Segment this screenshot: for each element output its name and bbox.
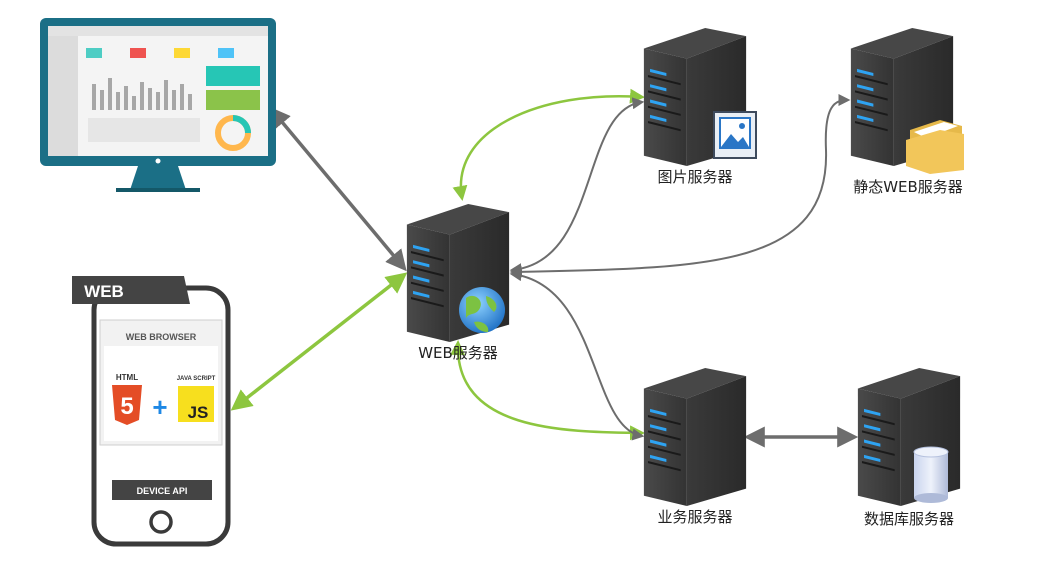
mobile-phone: WEB WEB BROWSER HTML 5 + JAVA SCRIPT JS … — [72, 276, 231, 547]
device-api-label: DEVICE API — [137, 486, 188, 496]
globe-icon — [459, 287, 505, 333]
plus-sign: + — [152, 392, 167, 422]
html5-shield-icon — [112, 385, 142, 425]
web-server-label: WEB服务器 — [418, 344, 498, 362]
arrow-web-image-green — [452, 88, 645, 201]
business-server-icon — [643, 368, 747, 506]
arrow-phone-web — [230, 272, 408, 411]
arrow-monitor-web — [269, 106, 407, 272]
arrow-web-image-gray — [509, 97, 645, 276]
database-server-label: 数据库服务器 — [863, 510, 955, 528]
browser-title: WEB BROWSER — [126, 332, 197, 342]
home-button-icon — [149, 510, 173, 534]
static-server-label: 静态WEB服务器 — [853, 178, 963, 196]
web-tag: WEB — [84, 282, 124, 301]
folder-icon — [906, 120, 964, 174]
arrow-web-business-gray — [509, 269, 645, 441]
html-label: HTML — [116, 373, 138, 382]
connector-arrows — [230, 88, 859, 448]
image-picture-icon — [713, 111, 757, 159]
js-label: JS — [188, 403, 209, 422]
database-cylinder-icon — [913, 446, 949, 503]
image-server-label: 图片服务器 — [657, 168, 733, 186]
monitor-icon — [40, 18, 276, 192]
js-caption: JAVA SCRIPT — [177, 376, 216, 382]
js-logo-icon — [178, 386, 214, 422]
arrow-web-static-gray — [509, 94, 851, 278]
business-server-label: 业务服务器 — [657, 508, 733, 526]
html5-glyph: 5 — [120, 393, 133, 420]
